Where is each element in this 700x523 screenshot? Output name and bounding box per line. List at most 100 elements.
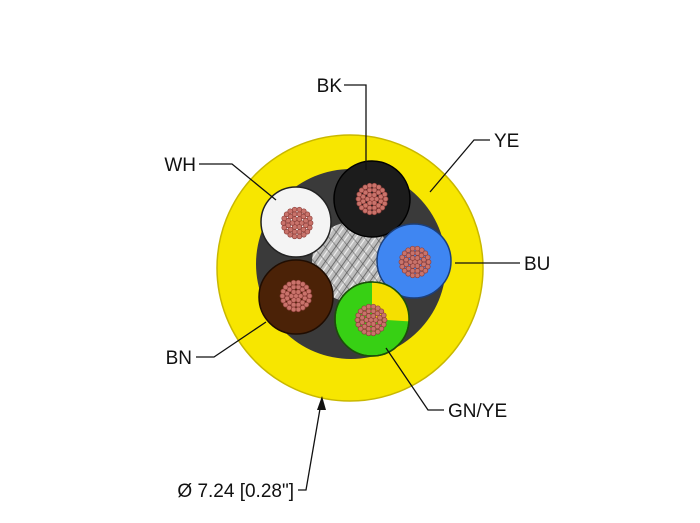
copper-strand — [422, 250, 429, 257]
copper-strand — [295, 279, 302, 286]
copper-strand — [291, 211, 298, 217]
copper-strand — [376, 208, 382, 214]
copper-strand — [370, 330, 377, 337]
copper-strand — [399, 254, 405, 261]
copper-strand — [301, 208, 307, 214]
copper-strand — [363, 317, 370, 323]
copper-strand — [375, 305, 381, 311]
copper-strand — [301, 232, 307, 238]
copper-strand — [296, 206, 303, 213]
copper-strand — [280, 220, 287, 226]
copper-strand — [422, 267, 429, 274]
copper-strand — [373, 196, 380, 202]
copper-strand — [286, 281, 292, 287]
copper-strand — [306, 297, 312, 304]
copper-strand — [416, 259, 423, 265]
copper-strand — [281, 215, 287, 222]
copper-strand — [382, 196, 389, 202]
label-diameter: Ø 7.24 [0.28"] — [177, 481, 294, 502]
copper-strand — [371, 205, 378, 211]
copper-strand — [378, 325, 385, 332]
copper-strand — [280, 288, 286, 295]
copper-strand — [414, 272, 421, 279]
copper-strand — [362, 208, 368, 214]
copper-strand — [425, 259, 432, 265]
label-gnye: GN/YE — [448, 401, 507, 422]
copper-strand — [379, 187, 386, 194]
copper-strand — [300, 281, 306, 287]
leader-gnye — [385, 347, 444, 411]
copper-strand — [382, 191, 388, 198]
copper-strand — [357, 325, 364, 332]
copper-strand — [405, 271, 411, 277]
copper-strand — [355, 196, 362, 202]
copper-strand — [283, 211, 290, 218]
copper-strand — [401, 250, 408, 257]
leader-bn — [196, 321, 267, 358]
copper-strand — [291, 206, 298, 213]
leader-wh — [199, 163, 277, 201]
copper-strand — [280, 297, 286, 304]
copper-strand — [365, 303, 372, 310]
copper-strand — [306, 293, 313, 299]
copper-strand — [414, 268, 421, 274]
copper-strand — [362, 184, 368, 190]
copper-strand — [287, 232, 293, 238]
conductor-bn — [258, 259, 334, 335]
copper-strand — [361, 329, 367, 335]
copper-strand — [382, 200, 388, 207]
copper-strand — [378, 308, 385, 315]
copper-strand — [307, 220, 314, 226]
copper-strand — [381, 312, 387, 319]
copper-strand — [409, 250, 416, 256]
copper-strand — [419, 247, 425, 253]
copper-strand — [287, 208, 293, 214]
label-bu: BU — [524, 254, 550, 275]
copper-strand — [355, 321, 361, 328]
copper-strand — [291, 233, 298, 240]
leader-ye — [429, 139, 490, 193]
copper-strand — [414, 245, 421, 252]
copper-strand — [370, 303, 377, 310]
copper-strand — [282, 301, 289, 308]
copper-strand — [365, 330, 372, 337]
copper-strand — [354, 317, 361, 323]
copper-strand — [399, 263, 405, 270]
leader-bk — [344, 84, 367, 170]
conductor-bu — [376, 223, 452, 299]
copper-strand — [409, 272, 416, 279]
copper-strand — [297, 293, 304, 299]
copper-strand — [296, 229, 303, 235]
leader-diameter — [298, 402, 322, 491]
copper-strand — [304, 211, 311, 218]
leader-lines — [196, 84, 520, 491]
copper-strand — [356, 200, 362, 207]
copper-strand — [370, 326, 377, 332]
copper-strand — [295, 306, 302, 313]
copper-strand — [357, 308, 364, 315]
copper-strand — [425, 263, 431, 270]
copper-strand — [281, 224, 287, 231]
copper-strand — [372, 317, 379, 323]
copper-strand — [371, 182, 378, 189]
copper-strand — [295, 302, 302, 308]
copper-strand — [288, 293, 295, 299]
copper-strand — [355, 312, 361, 319]
copper-strand — [381, 317, 388, 323]
copper-strand — [419, 271, 425, 277]
copper-strand — [304, 228, 311, 235]
copper-strand — [290, 279, 297, 286]
copper-strand — [425, 254, 431, 261]
copper-strand — [366, 187, 373, 193]
copper-strand — [298, 220, 305, 226]
copper-strand — [283, 228, 290, 235]
copper-strand — [371, 209, 378, 216]
copper-strand — [405, 247, 411, 253]
copper-strand — [282, 284, 289, 291]
copper-strand — [358, 187, 365, 194]
copper-strand — [398, 259, 405, 265]
copper-strand — [286, 305, 292, 311]
copper-strand — [407, 259, 414, 265]
copper-strand — [356, 191, 362, 198]
copper-strand — [366, 209, 373, 216]
